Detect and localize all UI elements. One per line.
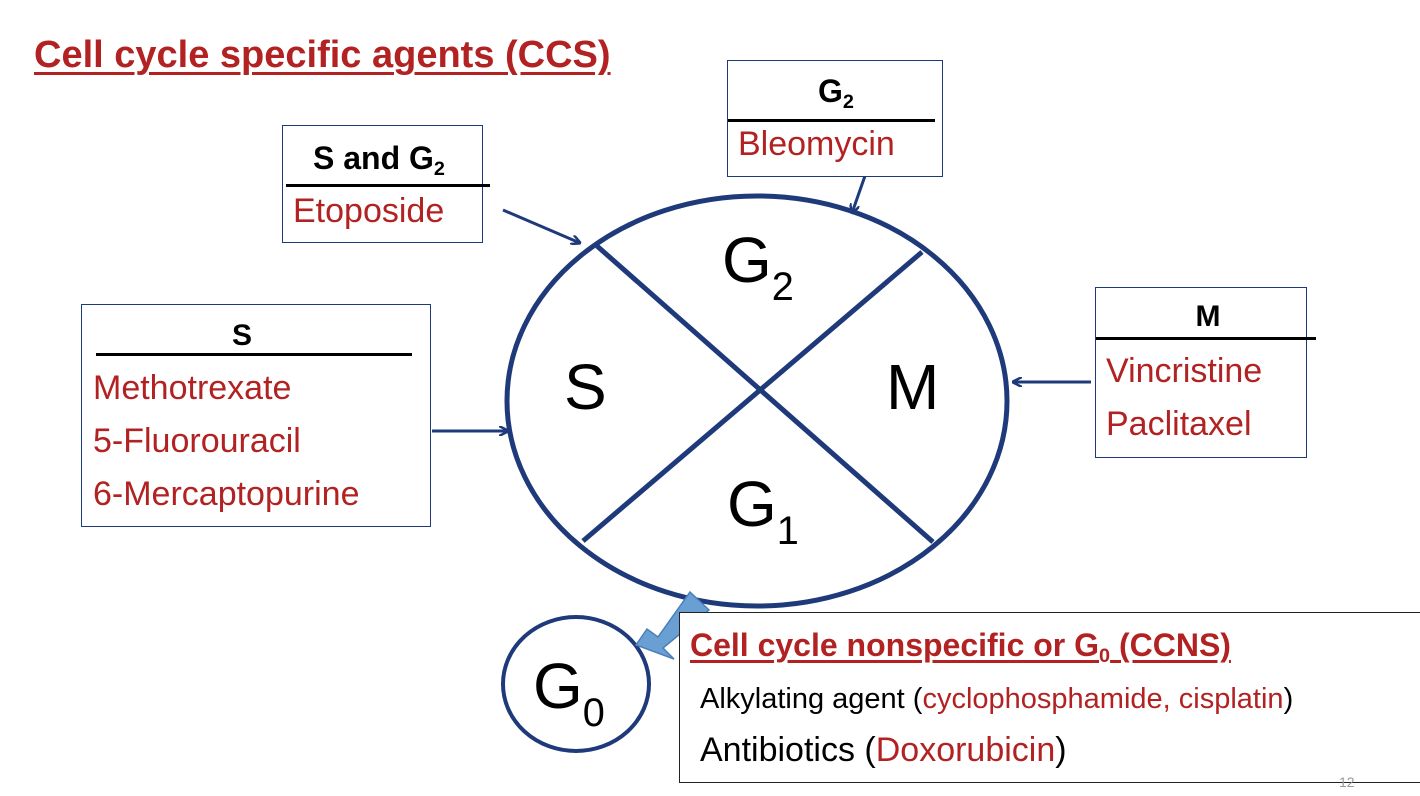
divider-line-left-top-to-bottom-right [595,244,935,544]
drug-name: Bleomycin [738,125,895,163]
drug-name: Vincristine [1106,352,1263,390]
drug-name: Etoposide [293,192,445,230]
ccns-title: Cell cycle nonspecific or G0 (CCNS) [690,627,1231,667]
drug-name: Paclitaxel [1106,405,1252,443]
arrow-s-and-g2 [502,208,580,243]
drug-name: 5-Fluorouracil [93,422,301,460]
header-rule [728,119,935,122]
drug-box-s-and-g2: S and G2 Etoposide [282,125,490,243]
divider-line-right-top-to-bottom-left [581,250,924,543]
box-header: G2 [818,73,854,113]
box-header: M [1195,300,1221,333]
arrow-g2 [852,172,868,213]
drug-name: 6-Mercaptopurine [93,475,360,513]
header-rule [1096,337,1316,340]
drug-box-s: S Methotrexate 5-Fluorouracil 6-Mercapto… [81,304,431,527]
phase-label-g2: G2 [722,224,794,309]
slide-title: Cell cycle specific agents (CCS) [34,34,611,76]
phase-label-g1: G1 [727,468,799,553]
phase-label-m: M [886,351,940,423]
drug-name: Methotrexate [93,369,292,407]
g0-circle [501,615,651,753]
ccns-box: Cell cycle nonspecific or G0 (CCNS) Alky… [679,612,1420,783]
header-rule [96,353,412,356]
cell-cycle-ellipse [504,193,1010,609]
header-rule [286,184,490,187]
ccns-line-antibiotics: Antibiotics (Doxorubicin) [700,731,1067,769]
drug-box-g2: G2 Bleomycin [727,60,943,177]
box-header: S and G2 [313,140,445,180]
phase-label-s: S [564,351,607,423]
page-number: 12 [1339,774,1355,790]
ccns-line-alkylating: Alkylating agent (cyclophosphamide, cisp… [700,683,1294,715]
box-header: S [231,319,252,352]
phase-label-g0: G0 [533,650,605,735]
drug-box-m: M Vincristine Paclitaxel [1095,287,1316,458]
